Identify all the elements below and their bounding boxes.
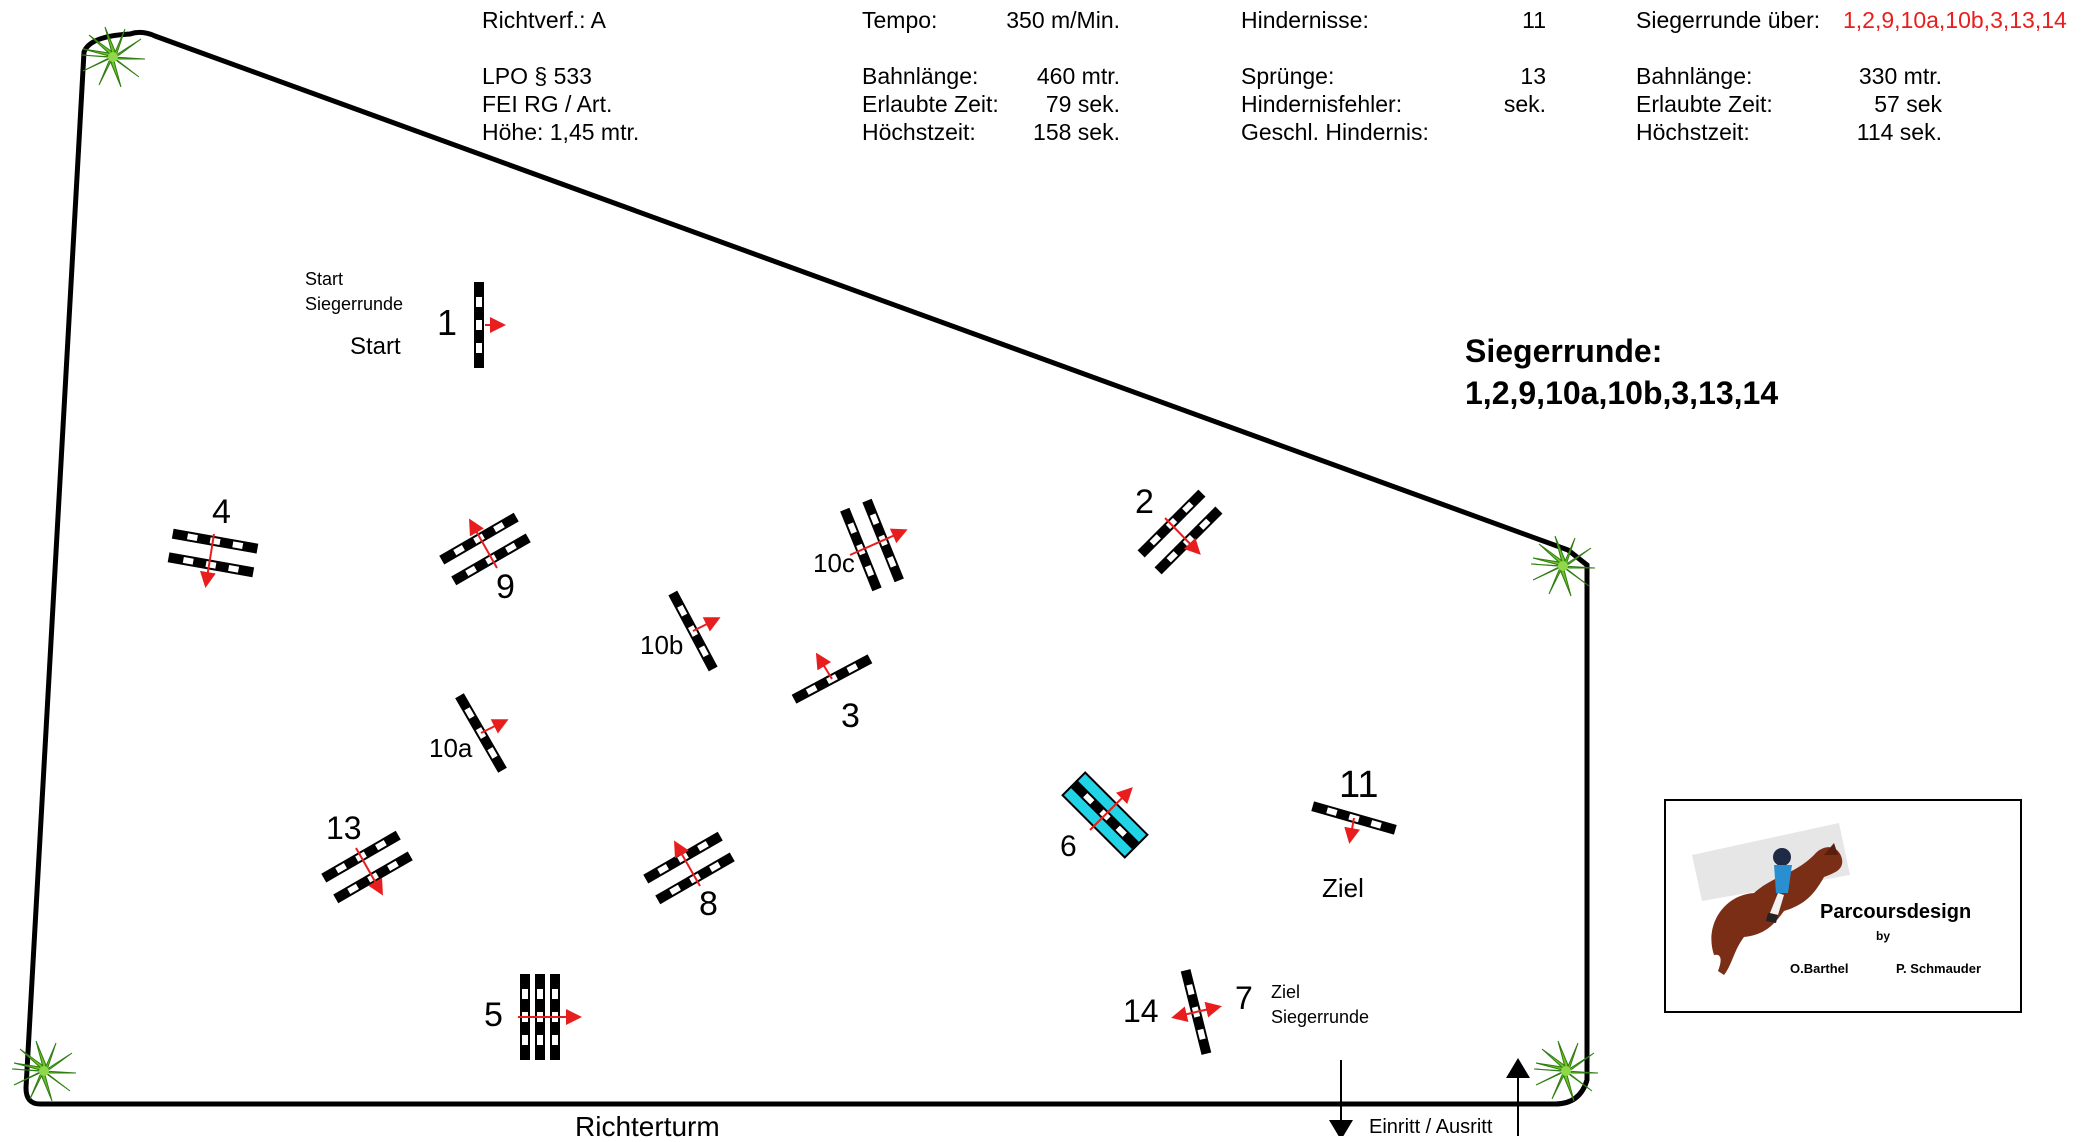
- hindernisfehler-value: sek.: [1503, 91, 1546, 117]
- obstacle-6-label: 6: [1060, 830, 1077, 863]
- lpo-paragraph: LPO § 533: [482, 63, 592, 89]
- obstacle-13-direction: [355, 847, 383, 896]
- richterturm-label: Richterturm: [575, 1111, 720, 1142]
- obstacle-11-label: 11: [1339, 764, 1379, 806]
- obstacle-1: [474, 282, 484, 368]
- erlaubte-zeit-label: Erlaubte Zeit:: [862, 91, 999, 117]
- fei-reference: FEI RG / Art.: [482, 91, 613, 117]
- obstacle-3-direction: [815, 652, 833, 680]
- sieger-hoechstzeit-label: Höchstzeit:: [1636, 119, 1750, 145]
- geschl-hindernis-label: Geschl. Hindernis:: [1241, 119, 1429, 145]
- obstacle-11-direction: [1344, 817, 1361, 844]
- obstacle-9-direction: [469, 518, 498, 569]
- parcoursdesign-logo: Parcoursdesign by O.Barthel P. Schmauder: [1664, 799, 2022, 1013]
- obstacle-10b-direction: [692, 617, 721, 632]
- obstacle-10a-label: 10a: [429, 733, 473, 763]
- obstacle-14-label: 14: [1123, 993, 1159, 1029]
- siegerrunde-title: Siegerrunde:: [1465, 333, 1663, 369]
- logo-by: by: [1876, 929, 1891, 943]
- richtverfahren: Richtverf.: A: [482, 7, 606, 33]
- hindernisse-value: 11: [1522, 7, 1546, 33]
- obstacle-10a-direction: [480, 719, 509, 734]
- start-label: Start: [350, 333, 401, 360]
- ziel-siegerrunde-line1: Ziel: [1271, 982, 1301, 1002]
- ziel-siegerrunde-line2: Siegerrunde: [1271, 1007, 1370, 1027]
- obstacle-9-label: 9: [496, 568, 515, 606]
- hindernisse-label: Hindernisse:: [1241, 7, 1369, 33]
- sieger-bahnlaenge-value: 330 mtr.: [1858, 63, 1942, 89]
- hoehe: Höhe: 1,45 mtr.: [482, 119, 640, 145]
- horse-rider-image: [1692, 823, 1850, 975]
- siegerrunde-list: 1,2,9,10a,10b,3,13,14: [1465, 375, 1779, 411]
- obstacle-9: [439, 512, 531, 586]
- obstacle-7-direction: [1195, 1001, 1222, 1018]
- hoechstzeit-label: Höchstzeit:: [862, 119, 976, 145]
- start-siegerrunde-line1: Start: [305, 269, 344, 289]
- logo-designer-2: P. Schmauder: [1896, 961, 1982, 976]
- obstacle-6-direction: [1089, 787, 1133, 831]
- sieger-erlaubte-zeit-label: Erlaubte Zeit:: [1636, 91, 1773, 117]
- obstacle-13-label: 13: [326, 810, 362, 846]
- obstacle-1-label: 1: [437, 302, 458, 343]
- erlaubte-zeit-value: 79 sek.: [1045, 91, 1120, 117]
- hoechstzeit-value: 158 sek.: [1033, 119, 1120, 145]
- obstacle-8-direction: [674, 840, 701, 887]
- sieger-bahnlaenge-label: Bahnlänge:: [1636, 63, 1753, 89]
- obstacle-10c-direction: [849, 528, 908, 556]
- obstacle-2-direction: [1164, 517, 1201, 555]
- obstacle-4-direction: [199, 533, 216, 588]
- logo-designer-1: O.Barthel: [1790, 961, 1849, 976]
- obstacle-7-label: 7: [1235, 980, 1253, 1016]
- einritt-ausritt-label: Einritt / Ausritt: [1369, 1116, 1493, 1138]
- bahnlaenge-value: 460 mtr.: [1036, 63, 1120, 89]
- siegerrunde-block: Siegerrunde: 1,2,9,10a,10b,3,13,14: [1465, 330, 1778, 414]
- spruenge-label: Sprünge:: [1241, 63, 1335, 89]
- sieger-hoechstzeit-value: 114 sek.: [1856, 119, 1942, 145]
- logo-title: Parcoursdesign: [1820, 901, 1972, 923]
- sieger-erlaubte-zeit-value: 57 sek: [1874, 91, 1942, 117]
- arena-boundary: [23, 29, 1590, 1107]
- obstacle-14-direction: [1171, 1006, 1197, 1023]
- spruenge-value: 13: [1520, 63, 1546, 89]
- siegerrunde-ueber-value: 1,2,9,10a,10b,3,13,14: [1843, 7, 2067, 33]
- obstacle-10b-label: 10b: [640, 630, 684, 660]
- obstacle-3-label: 3: [841, 697, 860, 735]
- obstacle-5-label: 5: [484, 996, 503, 1034]
- siegerrunde-ueber-label: Siegerrunde über:: [1636, 7, 1821, 33]
- start-siegerrunde-line2: Siegerrunde: [305, 294, 404, 314]
- obstacle-4-label: 4: [212, 493, 231, 531]
- hindernisfehler-label: Hindernisfehler:: [1241, 91, 1403, 117]
- ziel-label: Ziel: [1322, 873, 1364, 903]
- tempo-value: 350 m/Min.: [1006, 7, 1120, 33]
- tempo-label: Tempo:: [862, 7, 938, 33]
- obstacle-8-label: 8: [699, 885, 718, 923]
- obstacle-10c-label: 10c: [813, 548, 855, 578]
- plant-bottom-left: [11, 1040, 77, 1102]
- bahnlaenge-label: Bahnlänge:: [862, 63, 979, 89]
- obstacle-2-label: 2: [1135, 483, 1154, 521]
